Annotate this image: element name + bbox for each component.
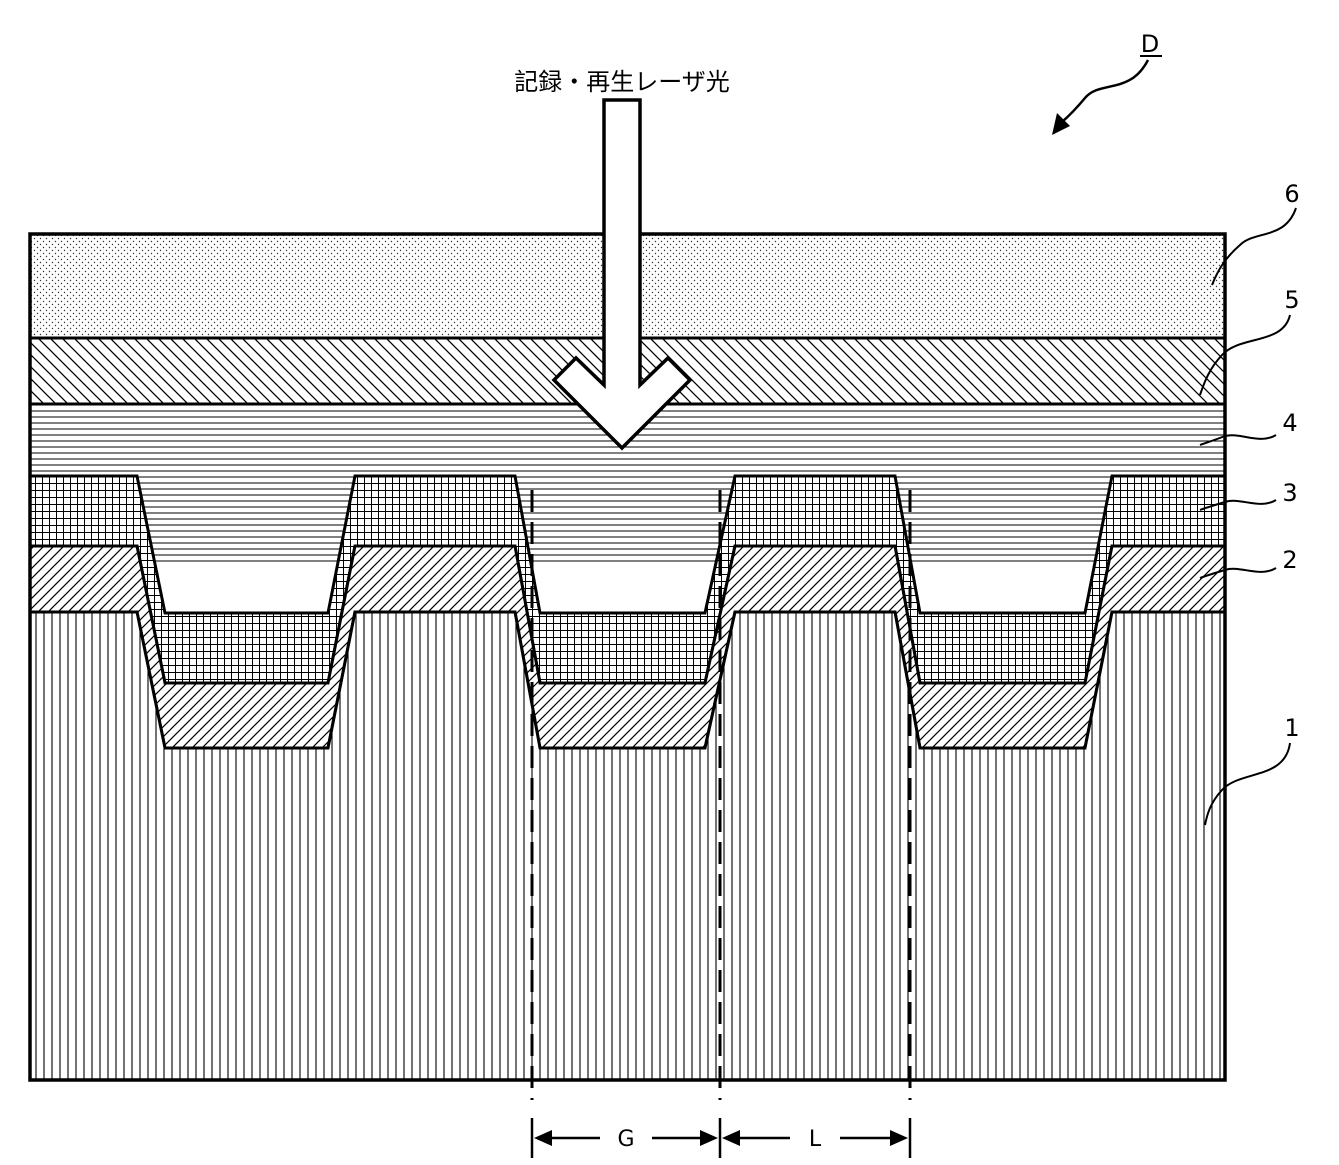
figure-ref-letter: D: [1141, 30, 1159, 58]
layer-1-label: 1: [1284, 714, 1299, 742]
figure-ref: D: [1052, 30, 1162, 135]
layer-2-label: 2: [1282, 546, 1297, 574]
layer-5-label: 5: [1284, 286, 1299, 314]
groove-label: G: [617, 1127, 634, 1152]
land-label: L: [809, 1127, 822, 1152]
groove-dimension: [532, 1118, 910, 1158]
layer-3-label: 3: [1282, 479, 1297, 507]
layer-4-label: 4: [1282, 409, 1297, 437]
laser-label: 記録・再生レーザ光: [514, 68, 730, 96]
layer-6-label: 6: [1284, 180, 1299, 208]
